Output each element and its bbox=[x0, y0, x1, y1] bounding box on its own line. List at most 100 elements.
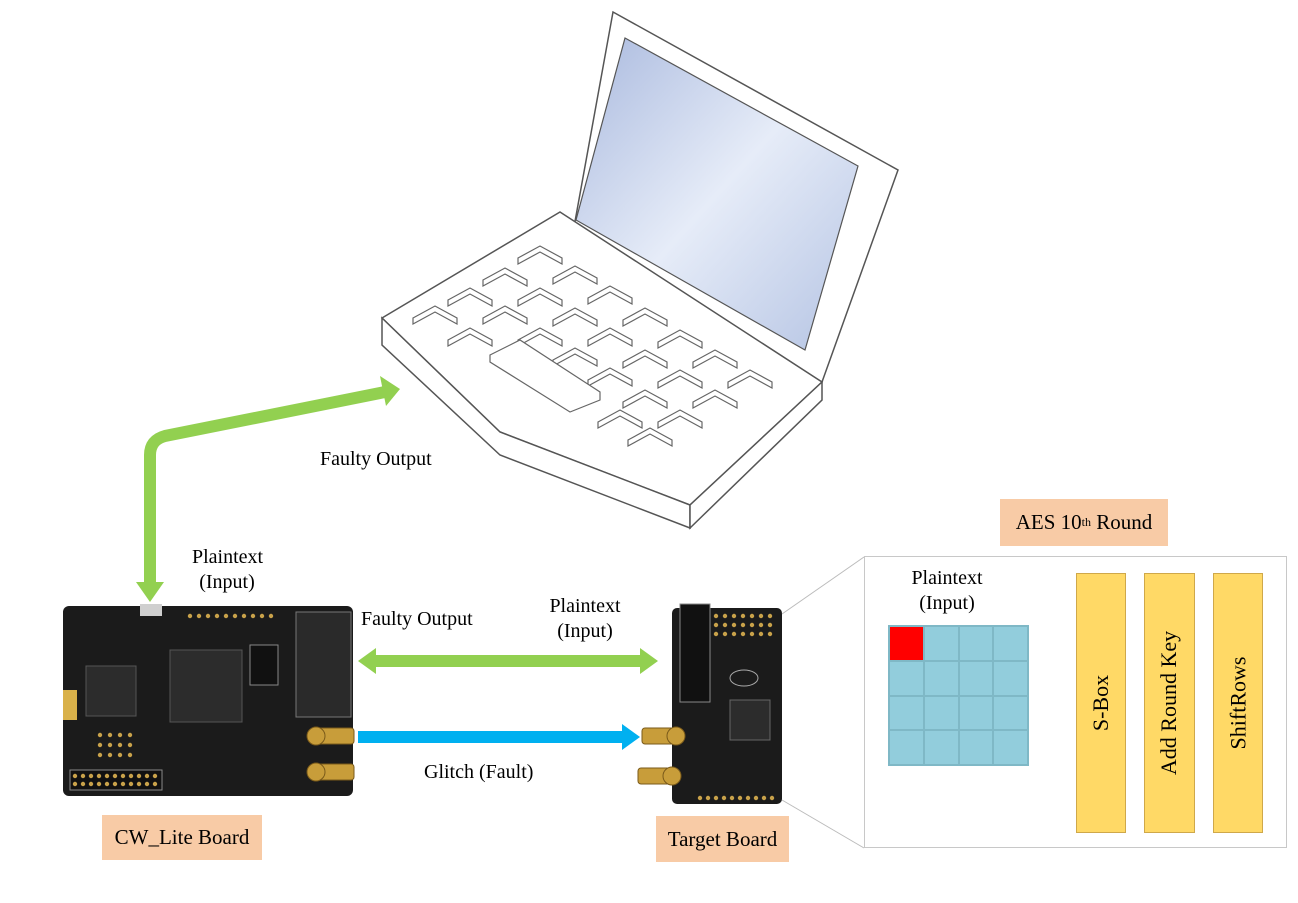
pcb-pad bbox=[214, 613, 220, 619]
state-byte bbox=[993, 695, 1028, 731]
add-round-key-step: Add Round Key bbox=[1144, 573, 1195, 833]
glitch-arrow bbox=[358, 724, 640, 750]
state-byte bbox=[923, 730, 959, 765]
keyboard-key bbox=[552, 307, 598, 328]
plaintext-input-label-aes: Plaintext (Input) bbox=[902, 564, 992, 617]
pcb-pad bbox=[104, 773, 110, 779]
pcb-pad bbox=[767, 613, 773, 619]
plaintext-input-label-left: Plaintext (Input) bbox=[192, 543, 263, 596]
keyboard-key bbox=[657, 409, 703, 430]
pcb-pad bbox=[722, 631, 728, 637]
pcb-pad bbox=[88, 773, 94, 779]
pcb-pad bbox=[112, 773, 118, 779]
pcb-pad bbox=[740, 631, 746, 637]
pcb-pad bbox=[731, 613, 737, 619]
keyboard-key bbox=[657, 329, 703, 350]
keyboard-key bbox=[622, 307, 668, 328]
plaintext-label: Plaintext bbox=[549, 595, 621, 617]
faulty-output-label-top: Faulty Output bbox=[320, 448, 432, 470]
pcb-pad bbox=[107, 742, 113, 748]
keyboard-key bbox=[587, 327, 633, 348]
pcb-pad bbox=[128, 773, 134, 779]
keyboard-spacebar bbox=[489, 339, 601, 413]
pcb-pad bbox=[80, 781, 86, 787]
pcb-pad bbox=[758, 613, 764, 619]
pcb-pad bbox=[187, 613, 193, 619]
pcb-pad bbox=[705, 795, 711, 801]
pcb-pad bbox=[127, 732, 133, 738]
add-round-key-step-label: Add Round Key bbox=[1156, 630, 1182, 776]
pcb-pad bbox=[697, 795, 703, 801]
pcb-pad bbox=[97, 742, 103, 748]
pcb-pad bbox=[721, 795, 727, 801]
pcb-pad bbox=[745, 795, 751, 801]
pcb-pad bbox=[196, 613, 202, 619]
glitch-fault-label: Glitch (Fault) bbox=[424, 761, 534, 783]
pcb-pad bbox=[713, 795, 719, 801]
pcb-pad bbox=[223, 613, 229, 619]
plaintext-label: Plaintext bbox=[911, 567, 983, 589]
keyboard-key bbox=[412, 305, 458, 326]
pcb-pad bbox=[761, 795, 767, 801]
pcb-pad bbox=[128, 781, 134, 787]
pcb-pad bbox=[259, 613, 265, 619]
plaintext-faulty-double-arrow bbox=[358, 648, 658, 674]
pcb-pad bbox=[749, 631, 755, 637]
keyboard-key bbox=[482, 305, 528, 326]
pcb-pad bbox=[80, 773, 86, 779]
pcb-pad bbox=[753, 795, 759, 801]
state-byte bbox=[923, 660, 959, 696]
input-label: (Input) bbox=[919, 592, 975, 614]
pcb-pad bbox=[713, 622, 719, 628]
state-byte bbox=[993, 730, 1028, 765]
laptop-icon bbox=[380, 10, 899, 530]
state-byte bbox=[923, 626, 959, 661]
state-byte bbox=[958, 730, 994, 765]
target-board-tag: Target Board bbox=[656, 816, 789, 862]
pcb-pad bbox=[205, 613, 211, 619]
pcb-pad bbox=[740, 613, 746, 619]
pcb-pad bbox=[731, 631, 737, 637]
pcb-pad bbox=[268, 613, 274, 619]
faulty-output-arrow-to-laptop bbox=[136, 376, 400, 602]
pcb-pad bbox=[136, 781, 142, 787]
pcb-pad bbox=[767, 622, 773, 628]
state-byte bbox=[923, 695, 959, 731]
pcb-pad bbox=[107, 732, 113, 738]
pcb-pad bbox=[127, 752, 133, 758]
pcb-pad bbox=[729, 795, 735, 801]
sbox-step: S-Box bbox=[1076, 573, 1126, 833]
zoom-lines bbox=[781, 556, 865, 849]
pcb-pad bbox=[713, 631, 719, 637]
pcb-pad bbox=[96, 773, 102, 779]
pcb-pad bbox=[127, 742, 133, 748]
target-board-icon bbox=[637, 603, 782, 804]
state-byte bbox=[889, 660, 924, 696]
keyboard-key bbox=[622, 349, 668, 370]
keyboard-key bbox=[627, 427, 673, 448]
state-byte bbox=[889, 730, 924, 765]
pcb-pad bbox=[120, 781, 126, 787]
keyboard-key bbox=[597, 409, 643, 430]
pcb-pad bbox=[722, 613, 728, 619]
pcb-pad bbox=[152, 773, 158, 779]
aes-round-sup: th bbox=[1081, 515, 1091, 529]
pcb-pad bbox=[769, 795, 775, 801]
cw-lite-board-tag: CW_Lite Board bbox=[102, 815, 262, 860]
pcb-pad bbox=[250, 613, 256, 619]
pcb-pad bbox=[97, 732, 103, 738]
pcb-pad bbox=[740, 622, 746, 628]
keyboard-key bbox=[692, 389, 738, 410]
input-label: (Input) bbox=[557, 620, 613, 642]
pcb-pad bbox=[722, 622, 728, 628]
pcb-pad bbox=[241, 613, 247, 619]
pcb-pad bbox=[117, 742, 123, 748]
input-label: (Input) bbox=[199, 571, 255, 593]
pcb-pad bbox=[88, 781, 94, 787]
pcb-pad bbox=[144, 781, 150, 787]
pcb-pad bbox=[72, 781, 78, 787]
pcb-pad bbox=[120, 773, 126, 779]
keyboard-key bbox=[552, 265, 598, 286]
